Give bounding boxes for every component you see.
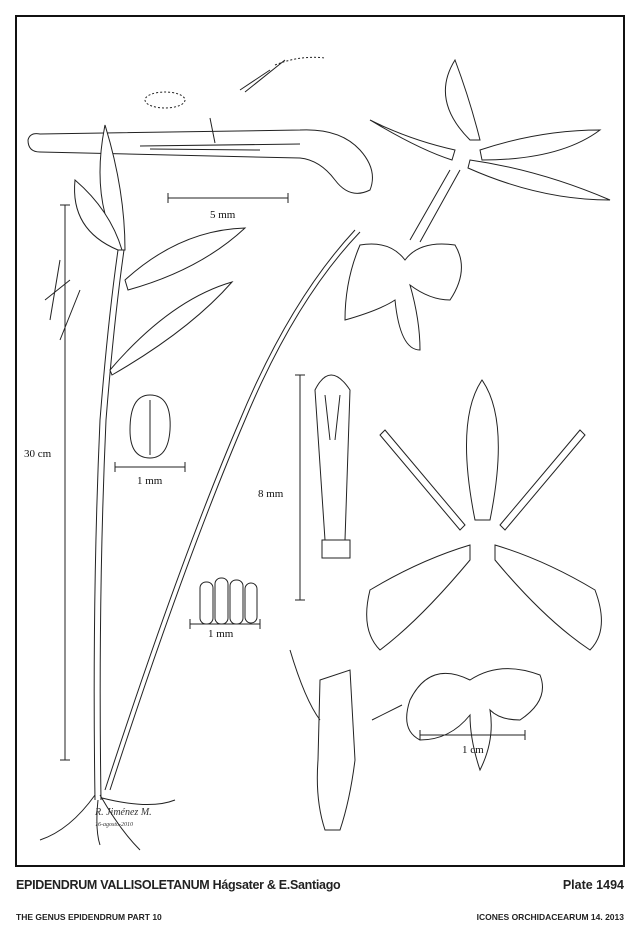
species-title: EPIDENDRUM VALLISOLETANUM Hágsater & E.S… xyxy=(16,878,341,892)
artist-signature: R. Jiménez M. 16-agosto-2010 xyxy=(94,807,152,828)
scale-bar-5mm: 5 mm xyxy=(167,193,289,221)
ovary-section-drawing xyxy=(27,56,373,194)
scale-label: 1 cm xyxy=(462,744,484,756)
scale-label: 30 cm xyxy=(24,448,52,460)
scale-label: 1 mm xyxy=(208,628,234,640)
journal-name: ICONES ORCHIDACEARUM 14. 2013 xyxy=(476,912,624,922)
svg-text:16-agosto-2010: 16-agosto-2010 xyxy=(95,822,133,828)
lip-drawing: 1 cm xyxy=(289,649,543,831)
svg-text:R. Jiménez M.: R. Jiménez M. xyxy=(94,807,152,818)
pollinia-drawing: 1 mm xyxy=(189,577,261,640)
flower-drawing xyxy=(344,58,611,351)
column-drawing: 8 mm xyxy=(258,374,351,601)
scale-label: 8 mm xyxy=(258,488,284,500)
plant-habit-drawing xyxy=(39,124,361,851)
plate-number: Plate 1494 xyxy=(562,878,624,892)
scale-label: 1 mm xyxy=(137,475,163,487)
perianth-dissection-drawing xyxy=(366,379,602,651)
series-name: THE GENUS EPIDENDRUM PART 10 xyxy=(16,912,162,922)
scale-label: 5 mm xyxy=(210,209,236,221)
anther-drawing: 1 mm xyxy=(114,394,186,487)
scale-bar-30cm: 30 cm xyxy=(24,204,70,761)
illustration-frame xyxy=(15,15,625,867)
